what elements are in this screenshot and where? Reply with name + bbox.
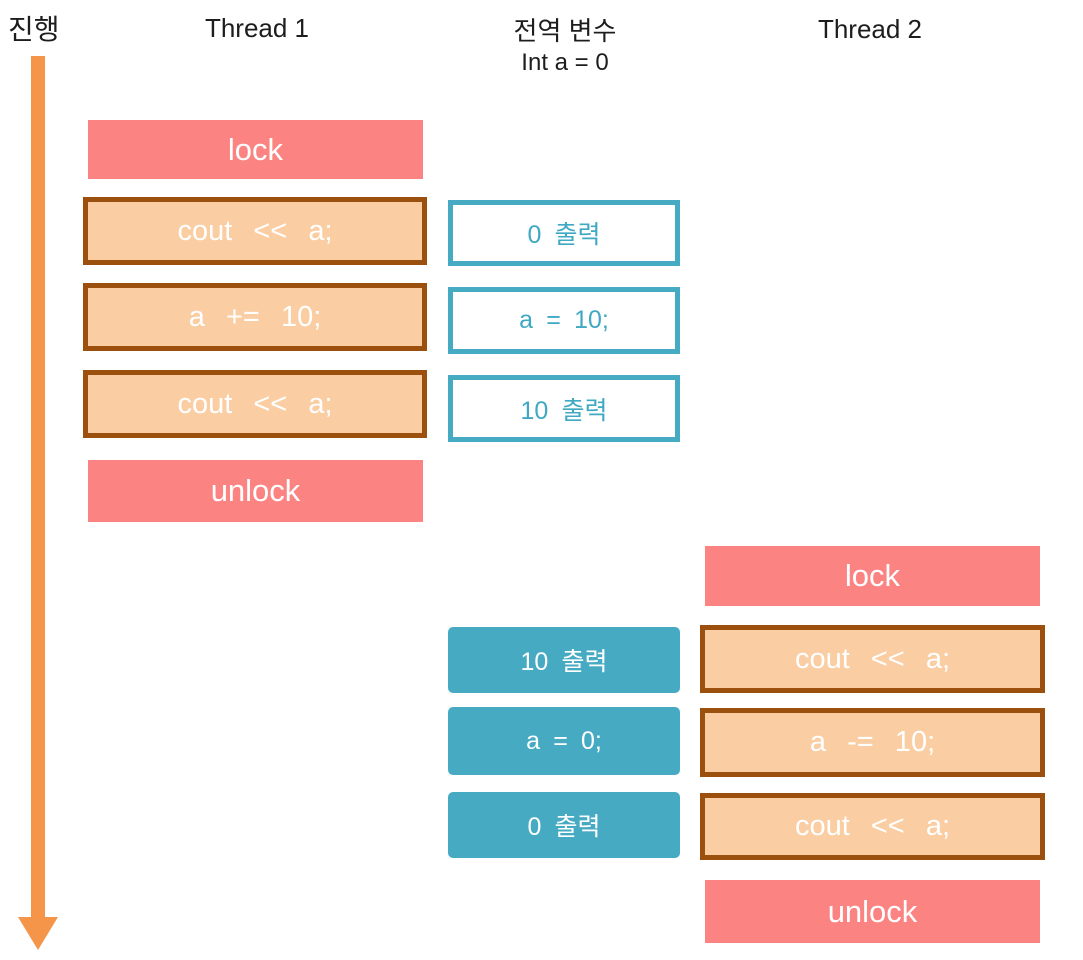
thread2-code-box: a -= 10;: [700, 708, 1045, 777]
progress-label: 진행: [8, 14, 60, 45]
global-effect-box: 10 출력: [448, 627, 680, 693]
thread1-code-box: cout << a;: [83, 197, 427, 265]
thread1-unlock-box: unlock: [88, 460, 423, 522]
global-effect-box: 0 출력: [448, 200, 680, 266]
progress-arrow-head-icon: [18, 917, 58, 950]
thread2-unlock-box: unlock: [705, 880, 1040, 943]
thread1-code-box: a += 10;: [83, 283, 427, 351]
global-effect-box: a = 0;: [448, 707, 680, 775]
thread1-lock-box: lock: [88, 120, 423, 179]
thread2-code-box: cout << a;: [700, 793, 1045, 860]
progress-arrow-shaft: [31, 56, 45, 917]
thread1-header: Thread 1: [204, 13, 310, 43]
global-effect-box: 10 출력: [448, 375, 680, 442]
thread1-code-box: cout << a;: [83, 370, 427, 438]
thread2-code-box: cout << a;: [700, 625, 1045, 693]
global-var-init: Int a = 0: [521, 49, 609, 76]
global-effect-box: 0 출력: [448, 792, 680, 858]
global-var-header: 전역 변수: [513, 16, 617, 46]
global-effect-box: a = 10;: [448, 287, 680, 354]
thread2-header: Thread 2: [817, 14, 923, 44]
thread2-lock-box: lock: [705, 546, 1040, 606]
